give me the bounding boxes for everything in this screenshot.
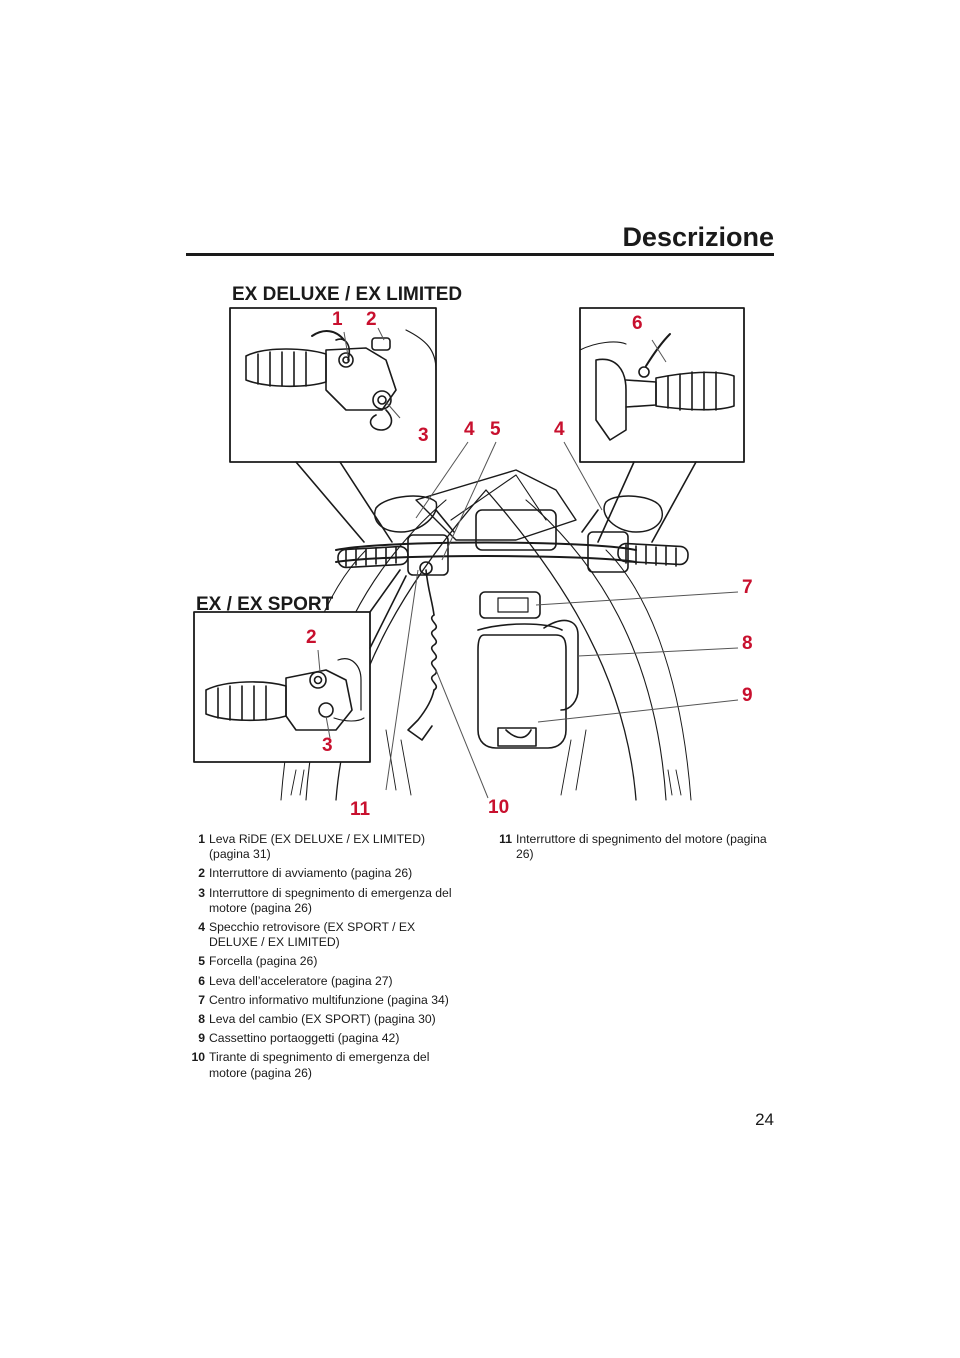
legend-number: 8 xyxy=(198,1012,205,1027)
legend-item: 9 Cassettino portaoggetti (pagina 42) xyxy=(186,1031,466,1046)
legend-item: 7 Centro informativo multifunzione (pagi… xyxy=(186,993,466,1008)
legend-number: 3 xyxy=(198,885,205,900)
legend-text: Leva dell’acceleratore (pagina 27) xyxy=(209,973,393,988)
legend-text: Forcella (pagina 26) xyxy=(209,954,318,969)
callout-7: 7 xyxy=(742,577,753,598)
legend-column-left: 1 Leva RiDE (EX DELUXE / EX LIMITED) (pa… xyxy=(186,832,466,1085)
legend-number: 10 xyxy=(191,1050,205,1065)
callout-4-right: 4 xyxy=(554,419,565,440)
handlebar-illustration xyxy=(193,307,745,801)
callout-3: 3 xyxy=(418,425,429,446)
legend-column-right: 11 Interruttore di spegnimento del motor… xyxy=(493,832,773,866)
legend-number: 9 xyxy=(198,1031,205,1046)
legend-text: Specchio retrovisore (EX SPORT / EX DELU… xyxy=(209,920,416,950)
legend-text: Interruttore di spegnimento di emergenza… xyxy=(209,885,452,915)
callout-6: 6 xyxy=(632,313,643,334)
legend-text: Interruttore di avviamento (pagina 26) xyxy=(209,866,413,881)
page-number: 24 xyxy=(755,1110,774,1129)
legend-item: 3 Interruttore di spegnimento di emergen… xyxy=(186,886,466,916)
legend-text: Leva del cambio (EX SPORT) (pagina 30) xyxy=(209,1012,436,1027)
legend-number: 5 xyxy=(198,954,205,969)
callout-2: 2 xyxy=(366,309,377,330)
legend-item: 11 Interruttore di spegnimento del motor… xyxy=(493,832,773,862)
legend-number: 7 xyxy=(198,992,205,1007)
legend-text: Interruttore di spegnimento del motore (… xyxy=(516,832,767,862)
section-title: Descrizione xyxy=(622,222,774,252)
legend-text: Centro informativo multifunzione (pagina… xyxy=(209,992,449,1007)
callout-1: 1 xyxy=(332,309,343,330)
handlebar-diagram: EX DELUXE / EX LIMITED EX / EX SPORT 1 2… xyxy=(186,270,774,830)
legend-item: 6 Leva dell’acceleratore (pagina 27) xyxy=(186,974,466,989)
callout-2-ex: 2 xyxy=(306,627,317,648)
legend-number: 4 xyxy=(198,920,205,935)
legend-number: 2 xyxy=(198,866,205,881)
legend-item: 1 Leva RiDE (EX DELUXE / EX LIMITED) (pa… xyxy=(186,832,466,862)
legend-number: 6 xyxy=(198,973,205,988)
callout-3-ex: 3 xyxy=(322,735,333,756)
callout-8: 8 xyxy=(742,633,753,654)
legend-item: 8 Leva del cambio (EX SPORT) (pagina 30) xyxy=(186,1012,466,1027)
legend-number: 1 xyxy=(198,832,205,846)
variant-label-deluxe-limited: EX DELUXE / EX LIMITED xyxy=(232,284,463,305)
legend-item: 10 Tirante di spegnimento di emergenza d… xyxy=(186,1050,466,1080)
legend-item: 2 Interruttore di avviamento (pagina 26) xyxy=(186,866,466,881)
legend-number: 11 xyxy=(499,832,512,846)
callout-11: 11 xyxy=(350,799,371,820)
legend-text: Cassettino portaoggetti (pagina 42) xyxy=(209,1031,400,1046)
callout-5: 5 xyxy=(490,419,501,440)
legend-text: Tirante di spegnimento di emergenza del … xyxy=(209,1050,430,1080)
callout-9: 9 xyxy=(742,685,753,706)
legend-item: 4 Specchio retrovisore (EX SPORT / EX DE… xyxy=(186,920,466,950)
callout-10: 10 xyxy=(488,797,510,818)
legend-item: 5 Forcella (pagina 26) xyxy=(186,954,466,969)
section-rule xyxy=(186,253,774,256)
variant-label-ex-sport: EX / EX SPORT xyxy=(196,594,334,615)
legend-text: Leva RiDE (EX DELUXE / EX LIMITED) (pagi… xyxy=(209,832,426,862)
callout-4-left: 4 xyxy=(464,419,475,440)
